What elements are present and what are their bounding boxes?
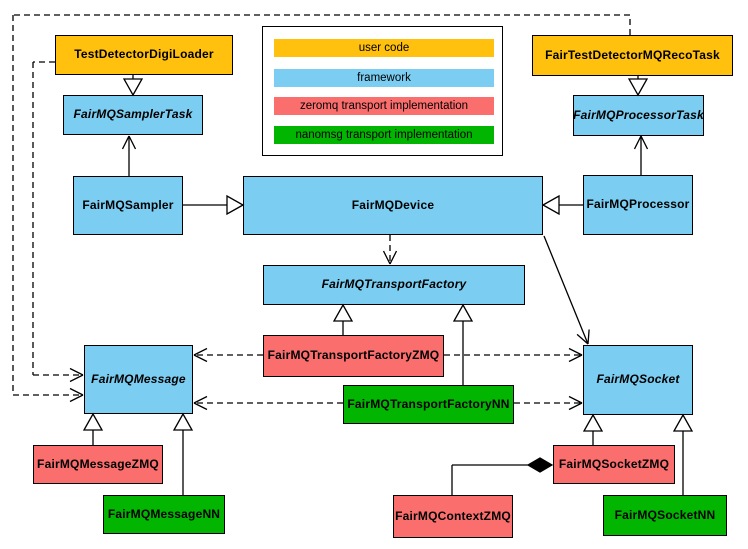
- node-label: FairTestDetectorMQRecoTask: [545, 47, 720, 62]
- legend-item-nanomsg: nanomsg transport implementation: [274, 126, 494, 144]
- legend-item-label: nanomsg transport implementation: [295, 129, 473, 141]
- node-fairmq-sampler: FairMQSampler: [73, 176, 183, 235]
- legend-item-user_code: user code: [274, 39, 494, 57]
- node-label: FairMQSocketNN: [614, 507, 716, 522]
- node-fairmq-socket: FairMQSocket: [583, 345, 693, 415]
- node-label: FairMQTransportFactoryZMQ: [267, 348, 440, 363]
- node-label: FairMQContextZMQ: [395, 508, 511, 523]
- node-label: FairMQSamplerTask: [73, 107, 193, 122]
- node-label: FairMQProcessor: [586, 197, 690, 212]
- node-fairmq-sampler-task: FairMQSamplerTask: [63, 95, 203, 135]
- node-label: FairMQSocket: [596, 372, 680, 387]
- node-fairmq-socket-zmq: FairMQSocketZMQ: [553, 445, 675, 484]
- node-fairmq-processor-task: FairMQProcessorTask: [573, 95, 704, 136]
- node-fairmq-processor: FairMQProcessor: [583, 175, 693, 235]
- node-label: FairMQTransportFactory: [321, 277, 467, 292]
- node-fairmq-message: FairMQMessage: [84, 345, 193, 414]
- node-label: FairMQDevice: [351, 197, 435, 212]
- node-fairmq-message-zmq: FairMQMessageZMQ: [33, 445, 163, 484]
- node-fair-test-detector-mq-reco-task: FairTestDetectorMQRecoTask: [532, 35, 733, 76]
- legend-item-zeromq: zeromq transport implementation: [274, 97, 494, 115]
- node-fairmq-transport-factory: FairMQTransportFactory: [263, 265, 525, 305]
- node-label: FairMQMessageNN: [107, 506, 221, 521]
- node-label: FairMQMessage: [91, 371, 186, 386]
- node-test-detector-digi-loader: TestDetectorDigiLoader: [55, 35, 233, 75]
- node-label: FairMQSocketZMQ: [558, 456, 670, 471]
- node-fairmq-transport-factory-zmq: FairMQTransportFactoryZMQ: [263, 335, 444, 377]
- node-label: TestDetectorDigiLoader: [74, 47, 214, 62]
- node-label: FairMQTransportFactoryNN: [347, 396, 510, 411]
- legend-item-label: zeromq transport implementation: [299, 100, 469, 112]
- node-label: FairMQSampler: [82, 197, 174, 212]
- legend: user code framework zeromq transport imple…: [262, 26, 503, 156]
- node-fairmq-socket-nn: FairMQSocketNN: [603, 495, 727, 536]
- node-fairmq-message-nn: FairMQMessageNN: [103, 495, 225, 534]
- node-label: FairMQMessageZMQ: [37, 456, 159, 471]
- legend-item-label: framework: [357, 72, 411, 84]
- node-fairmq-device: FairMQDevice: [243, 176, 543, 235]
- legend-item-framework: framework: [274, 69, 494, 87]
- node-fairmq-context-zmq: FairMQContextZMQ: [393, 495, 513, 538]
- node-fairmq-transport-factory-nn: FairMQTransportFactoryNN: [343, 385, 514, 424]
- legend-item-label: user code: [358, 42, 410, 54]
- node-label: FairMQProcessorTask: [573, 107, 704, 122]
